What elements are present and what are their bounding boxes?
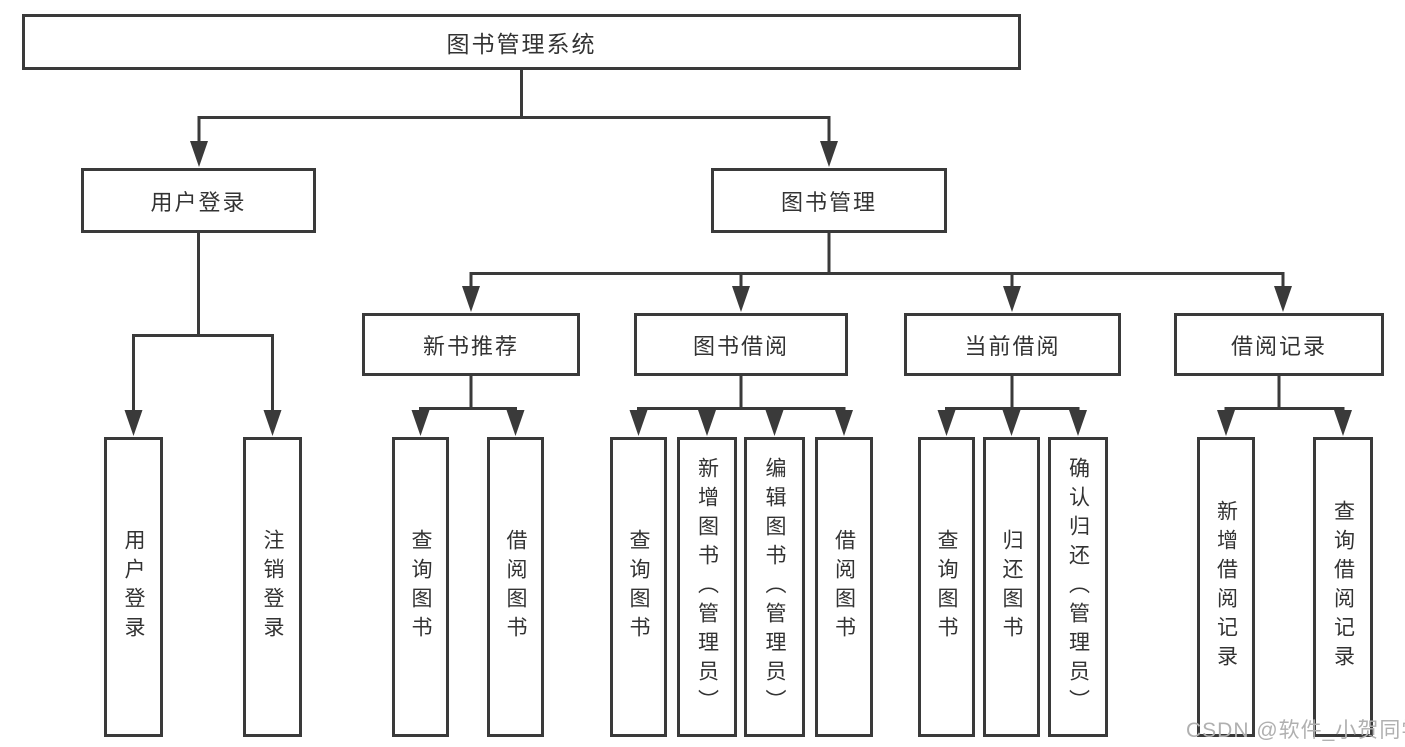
leaf-user-login-label: 用户登录 <box>122 529 145 645</box>
leaf-nb-query-books: 查询图书 <box>392 437 449 737</box>
node-user-login-label: 用户登录 <box>150 189 247 215</box>
arrowhead-br-query <box>1334 410 1352 436</box>
csdn-watermark: CSDN @软件_小贺同学 <box>1186 719 1405 742</box>
arrowhead-cb-return <box>1002 410 1021 436</box>
leaf-bb-query-books: 查询图书 <box>610 437 667 737</box>
leaf-br-query-record: 查询借阅记录 <box>1313 437 1373 737</box>
leaf-bb-query-books-label: 查询图书 <box>627 529 650 645</box>
leaf-logout: 注销登录 <box>243 437 302 737</box>
node-book-management: 图书管理 <box>711 168 947 233</box>
arrowhead-book-borrow <box>732 286 750 312</box>
leaf-nb-borrow-books-label: 借阅图书 <box>504 529 527 645</box>
leaf-cb-return-books-label: 归还图书 <box>1000 529 1023 645</box>
connector-new-books-split <box>419 407 517 414</box>
leaf-cb-return-books: 归还图书 <box>983 437 1040 737</box>
node-book-borrow-label: 图书借阅 <box>692 333 789 359</box>
leaf-cb-confirm-return-admin: 确认归还（管理员） <box>1048 437 1108 737</box>
node-root: 图书管理系统 <box>22 14 1021 70</box>
connector-borrow-records-split <box>1224 407 1345 414</box>
leaf-bb-edit-books-admin: 编辑图书（管理员） <box>744 437 805 737</box>
arrowhead-bb-borrow <box>835 410 853 436</box>
leaf-logout-label: 注销登录 <box>261 529 284 645</box>
arrowhead-leaf-user-login <box>124 410 143 436</box>
arrowhead-new-books <box>462 286 480 312</box>
arrowhead-borrow-records <box>1274 286 1292 312</box>
node-borrow-records: 借阅记录 <box>1174 313 1384 376</box>
node-root-label: 图书管理系统 <box>446 31 597 57</box>
leaf-bb-add-books-admin-label: 新增图书（管理员） <box>695 456 719 718</box>
leaf-cb-query-books: 查询图书 <box>918 437 975 737</box>
node-new-book-recommend: 新书推荐 <box>362 313 580 376</box>
leaf-cb-query-books-label: 查询图书 <box>935 529 958 645</box>
arrowhead-cb-confirm <box>1069 410 1087 436</box>
arrowhead-current-borrow <box>1003 286 1021 312</box>
arrowhead-book-management <box>820 141 838 167</box>
leaf-br-add-record-label: 新增借阅记录 <box>1214 500 1238 674</box>
arrowhead-user-login <box>190 141 208 167</box>
leaf-br-add-record: 新增借阅记录 <box>1197 437 1255 737</box>
leaf-bb-borrow-books-label: 借阅图书 <box>832 529 856 645</box>
leaf-nb-query-books-label: 查询图书 <box>409 529 432 645</box>
leaf-user-login: 用户登录 <box>104 437 163 737</box>
arrowhead-leaf-logout <box>263 410 282 436</box>
arrowhead-cb-query <box>937 410 956 436</box>
node-borrow-records-label: 借阅记录 <box>1230 333 1327 359</box>
arrowhead-bb-add <box>698 410 716 436</box>
connector-level2-split <box>197 116 831 148</box>
leaf-cb-confirm-return-admin-label: 确认归还（管理员） <box>1066 456 1090 718</box>
leaf-nb-borrow-books: 借阅图书 <box>487 437 544 737</box>
arrowhead-bb-edit <box>765 410 784 436</box>
node-user-login: 用户登录 <box>81 168 316 233</box>
connector-user-login-split <box>132 334 274 414</box>
arrowhead-bb-query <box>629 410 648 436</box>
leaf-bb-borrow-books: 借阅图书 <box>815 437 873 737</box>
arrowhead-nb-borrow <box>506 410 525 436</box>
arrowhead-br-add <box>1217 410 1235 436</box>
leaf-bb-edit-books-admin-label: 编辑图书（管理员） <box>763 456 786 718</box>
leaf-bb-add-books-admin: 新增图书（管理员） <box>677 437 737 737</box>
node-book-borrow: 图书借阅 <box>634 313 848 376</box>
node-current-borrow-label: 当前借阅 <box>964 333 1061 359</box>
node-new-book-recommend-label: 新书推荐 <box>422 333 519 359</box>
leaf-br-query-record-label: 查询借阅记录 <box>1331 500 1355 674</box>
node-current-borrow: 当前借阅 <box>904 313 1121 376</box>
node-book-management-label: 图书管理 <box>780 189 877 215</box>
connector-level3-split <box>469 272 1285 294</box>
arrowhead-nb-query <box>411 410 430 436</box>
connector-book-borrow-split <box>637 407 846 414</box>
